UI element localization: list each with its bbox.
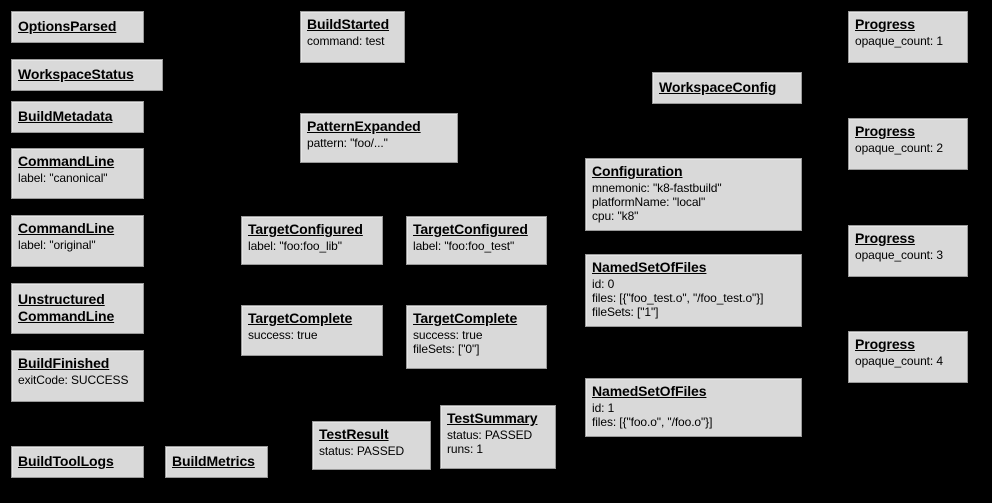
node-field: label: "original"	[18, 237, 96, 252]
node-title: Progress	[855, 336, 915, 352]
node-field: success: true	[413, 327, 483, 342]
node-fields: opaque_count: 2	[855, 141, 961, 155]
node-unstructured-command-line[interactable]: Unstructured CommandLine	[11, 283, 144, 334]
node-title: Progress	[855, 16, 915, 32]
node-title: NamedSetOfFiles	[592, 259, 707, 275]
node-fields: label: "canonical"	[18, 171, 137, 185]
node-workspace-config[interactable]: WorkspaceConfig	[652, 72, 802, 104]
node-field: exitCode: SUCCESS	[18, 372, 129, 387]
node-field: id: 0	[592, 276, 615, 291]
node-field: status: PASSED	[447, 427, 533, 442]
node-field: opaque_count: 2	[855, 140, 943, 155]
node-title: TargetConfigured	[413, 221, 528, 237]
node-field: opaque_count: 4	[855, 353, 943, 368]
node-build-metadata[interactable]: BuildMetadata	[11, 101, 144, 133]
node-field: command: test	[307, 33, 385, 48]
node-field: id: 1	[592, 400, 615, 415]
node-options-parsed[interactable]: OptionsParsed	[11, 11, 144, 43]
node-title: CommandLine	[18, 220, 115, 236]
node-fields: exitCode: SUCCESS	[18, 373, 137, 387]
node-fields: label: "original"	[18, 238, 137, 252]
node-title: Configuration	[592, 163, 683, 179]
node-fields: label: "foo:foo_lib"	[248, 239, 376, 253]
node-title: CommandLine	[18, 153, 115, 169]
node-title: TargetComplete	[248, 310, 353, 326]
node-title: NamedSetOfFiles	[592, 383, 707, 399]
node-fields: opaque_count: 4	[855, 354, 961, 368]
node-title: Progress	[855, 230, 915, 246]
node-field: pattern: "foo/..."	[307, 135, 388, 150]
node-field: success: true	[248, 327, 318, 342]
node-fields: status: PASSED	[319, 444, 424, 458]
node-fields: success: true	[248, 328, 376, 342]
node-field: fileSets: ["0"]	[413, 341, 480, 356]
node-title: BuildToolLogs	[18, 453, 114, 470]
node-title: BuildFinished	[18, 355, 110, 371]
node-build-metrics[interactable]: BuildMetrics	[165, 446, 268, 478]
node-fields: pattern: "foo/..."	[307, 136, 451, 150]
node-title: WorkspaceConfig	[659, 79, 777, 96]
node-field: label: "canonical"	[18, 170, 108, 185]
node-workspace-status[interactable]: WorkspaceStatus	[11, 59, 163, 91]
node-field: files: [{"foo.o", "/foo.o"}]	[592, 414, 713, 429]
node-title: WorkspaceStatus	[18, 66, 134, 83]
node-title: TestResult	[319, 426, 389, 442]
node-fields: label: "foo:foo_test"	[413, 239, 540, 253]
node-title: BuildStarted	[307, 16, 390, 32]
node-build-tool-logs[interactable]: BuildToolLogs	[11, 446, 144, 478]
node-fields: opaque_count: 3	[855, 248, 961, 262]
node-field: cpu: "k8"	[592, 208, 639, 223]
node-title: OptionsParsed	[18, 18, 117, 35]
node-fields: opaque_count: 1	[855, 34, 961, 48]
node-field: mnemonic: "k8-fastbuild"	[592, 180, 722, 195]
node-title: BuildMetrics	[172, 453, 255, 470]
node-title: BuildMetadata	[18, 108, 113, 125]
node-title: Progress	[855, 123, 915, 139]
node-field: fileSets: ["1"]	[592, 304, 659, 319]
node-field: status: PASSED	[319, 443, 405, 458]
node-field: files: [{"foo_test.o", "/foo_test.o"}]	[592, 290, 764, 305]
node-field: label: "foo:foo_test"	[413, 238, 515, 253]
node-field: opaque_count: 1	[855, 33, 943, 48]
node-title: TestSummary	[447, 410, 538, 426]
node-title: TargetComplete	[413, 310, 518, 326]
node-field: platformName: "local"	[592, 194, 706, 209]
node-field: label: "foo:foo_lib"	[248, 238, 342, 253]
node-fields: mnemonic: "k8-fastbuild"platformName: "l…	[592, 181, 795, 223]
node-field: runs: 1	[447, 441, 483, 456]
node-title: Unstructured CommandLine	[18, 291, 115, 324]
node-fields: command: test	[307, 34, 398, 48]
node-title: TargetConfigured	[248, 221, 363, 237]
node-field: opaque_count: 3	[855, 247, 943, 262]
node-title: PatternExpanded	[307, 118, 421, 134]
